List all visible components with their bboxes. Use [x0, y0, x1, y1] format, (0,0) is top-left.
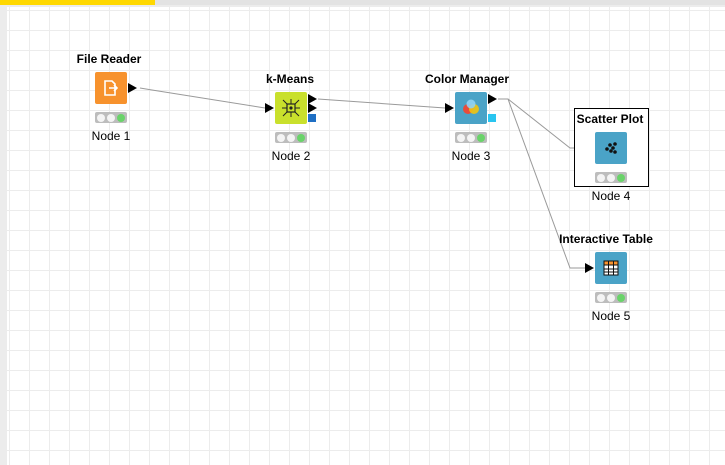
cluster-icon [281, 98, 301, 118]
status-light-yellow-off [607, 173, 615, 182]
scatter-plot-node[interactable] [595, 132, 627, 164]
status-light-red-off [277, 133, 285, 142]
connection-node1-to-node2[interactable] [139, 87, 266, 109]
node-5-status-traffic-light [595, 292, 627, 303]
node5-input-port[interactable] [585, 263, 594, 273]
node-3-label[interactable]: Node 3 [451, 149, 491, 163]
node-4-title[interactable]: Scatter Plot [576, 112, 644, 126]
color-balls-icon [461, 98, 481, 118]
workflow-canvas[interactable] [7, 7, 725, 465]
node2-output-port-2[interactable] [308, 103, 317, 113]
node-2-label[interactable]: Node 2 [271, 149, 311, 163]
node-3-title[interactable]: Color Manager [424, 72, 510, 86]
table-icon [603, 260, 619, 276]
node-5-title[interactable]: Interactive Table [559, 232, 653, 246]
node3-color-model-port[interactable] [488, 114, 496, 122]
node2-output-port-1[interactable] [308, 94, 317, 104]
status-light-yellow-off [467, 133, 475, 142]
node-2-status-traffic-light [275, 132, 307, 143]
scatter-dots-icon [603, 140, 619, 156]
node-2-title[interactable]: k-Means [265, 72, 315, 86]
interactive-table-node[interactable] [595, 252, 627, 284]
status-light-green-on [297, 133, 305, 142]
connection-node3-to-node5[interactable] [498, 98, 585, 269]
node2-input-port[interactable] [265, 103, 274, 113]
status-light-green-on [617, 173, 625, 182]
node3-output-port[interactable] [488, 94, 497, 104]
node-1-title[interactable]: File Reader [76, 52, 142, 66]
node1-output-port[interactable] [128, 83, 137, 93]
node-4-status-traffic-light [595, 172, 627, 183]
editor-tab-strip [0, 0, 725, 5]
status-light-red-off [597, 293, 605, 302]
node-1-status-traffic-light [95, 112, 127, 123]
status-light-green-on [617, 293, 625, 302]
connection-node2-to-node3[interactable] [317, 98, 446, 109]
status-light-green-on [117, 113, 125, 122]
status-light-red-off [457, 133, 465, 142]
k-means-node[interactable] [275, 92, 307, 124]
node-5-label[interactable]: Node 5 [591, 309, 631, 323]
status-light-red-off [597, 173, 605, 182]
node-4-label[interactable]: Node 4 [591, 189, 631, 203]
status-light-red-off [97, 113, 105, 122]
node2-model-port[interactable] [308, 114, 316, 122]
active-editor-tab-indicator[interactable] [0, 0, 155, 5]
status-light-yellow-off [607, 293, 615, 302]
file-reader-node[interactable] [95, 72, 127, 104]
color-manager-node[interactable] [455, 92, 487, 124]
node-3-status-traffic-light [455, 132, 487, 143]
node3-input-port[interactable] [445, 103, 454, 113]
status-light-yellow-off [107, 113, 115, 122]
status-light-green-on [477, 133, 485, 142]
status-light-yellow-off [287, 133, 295, 142]
file-import-icon [102, 79, 120, 97]
node-1-label[interactable]: Node 1 [91, 129, 131, 143]
